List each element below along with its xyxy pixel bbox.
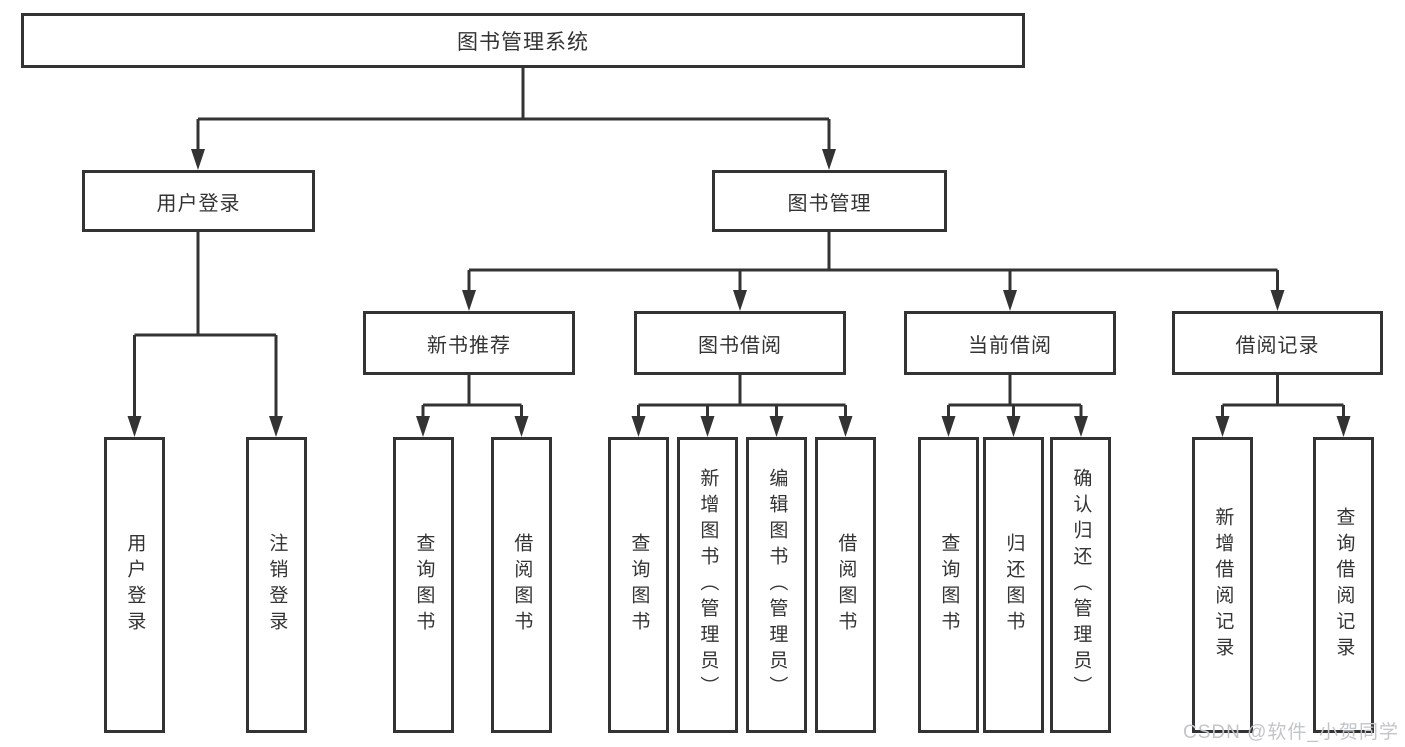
leaf-add-borrow-record: 新增借阅记录 [1192, 437, 1253, 733]
node-new-book-recommend: 新书推荐 [363, 311, 575, 375]
node-label: 查询图书 [938, 533, 960, 637]
node-label: 新书推荐 [427, 334, 511, 357]
leaf-borrow-books-recommend: 借阅图书 [491, 437, 552, 733]
leaf-query-borrow-record: 查询借阅记录 [1313, 437, 1374, 733]
leaf-query-books-borrowing: 查询图书 [608, 437, 669, 733]
node-label: 新增借阅记录 [1212, 507, 1234, 663]
node-label: 注销登录 [266, 533, 288, 637]
node-current-borrowing: 当前借阅 [904, 311, 1116, 375]
node-library-system-root: 图书管理系统 [21, 13, 1025, 68]
node-user-login: 用户登录 [82, 170, 315, 232]
leaf-return-books: 归还图书 [983, 437, 1044, 733]
leaf-query-books-current: 查询图书 [918, 437, 979, 733]
node-label: 查询图书 [628, 533, 650, 637]
node-label: 新增图书（管理员） [697, 468, 719, 702]
node-label: 用户登录 [124, 533, 146, 637]
node-label: 图书借阅 [698, 334, 782, 357]
leaf-edit-books-admin: 编辑图书（管理员） [746, 437, 807, 733]
node-label: 借阅记录 [1235, 334, 1320, 357]
node-label: 当前借阅 [968, 334, 1052, 357]
node-label: 确认归还（管理员） [1070, 468, 1092, 702]
arrowheads [127, 149, 1351, 437]
leaf-borrow-books: 借阅图书 [815, 437, 876, 733]
node-label: 借阅图书 [511, 533, 533, 637]
node-borrowing-records: 借阅记录 [1172, 311, 1383, 375]
leaf-logout: 注销登录 [246, 437, 307, 733]
leaf-confirm-return-admin: 确认归还（管理员） [1050, 437, 1111, 733]
node-label: 图书管理系统 [457, 30, 589, 54]
node-label: 借阅图书 [835, 533, 857, 637]
node-label: 图书管理 [787, 192, 872, 215]
node-label: 查询图书 [413, 533, 435, 637]
node-label: 归还图书 [1003, 533, 1025, 637]
leaf-user-login: 用户登录 [104, 437, 165, 733]
node-book-management: 图书管理 [712, 170, 947, 232]
leaf-query-books-recommend: 查询图书 [393, 437, 454, 733]
node-book-borrowing: 图书借阅 [634, 311, 846, 375]
csdn-watermark: CSDN @软件_小贺同学 [1183, 722, 1399, 743]
leaf-add-books-admin: 新增图书（管理员） [677, 437, 738, 733]
node-label: 用户登录 [156, 192, 241, 215]
node-label: 编辑图书（管理员） [766, 468, 788, 702]
node-label: 查询借阅记录 [1333, 507, 1355, 663]
